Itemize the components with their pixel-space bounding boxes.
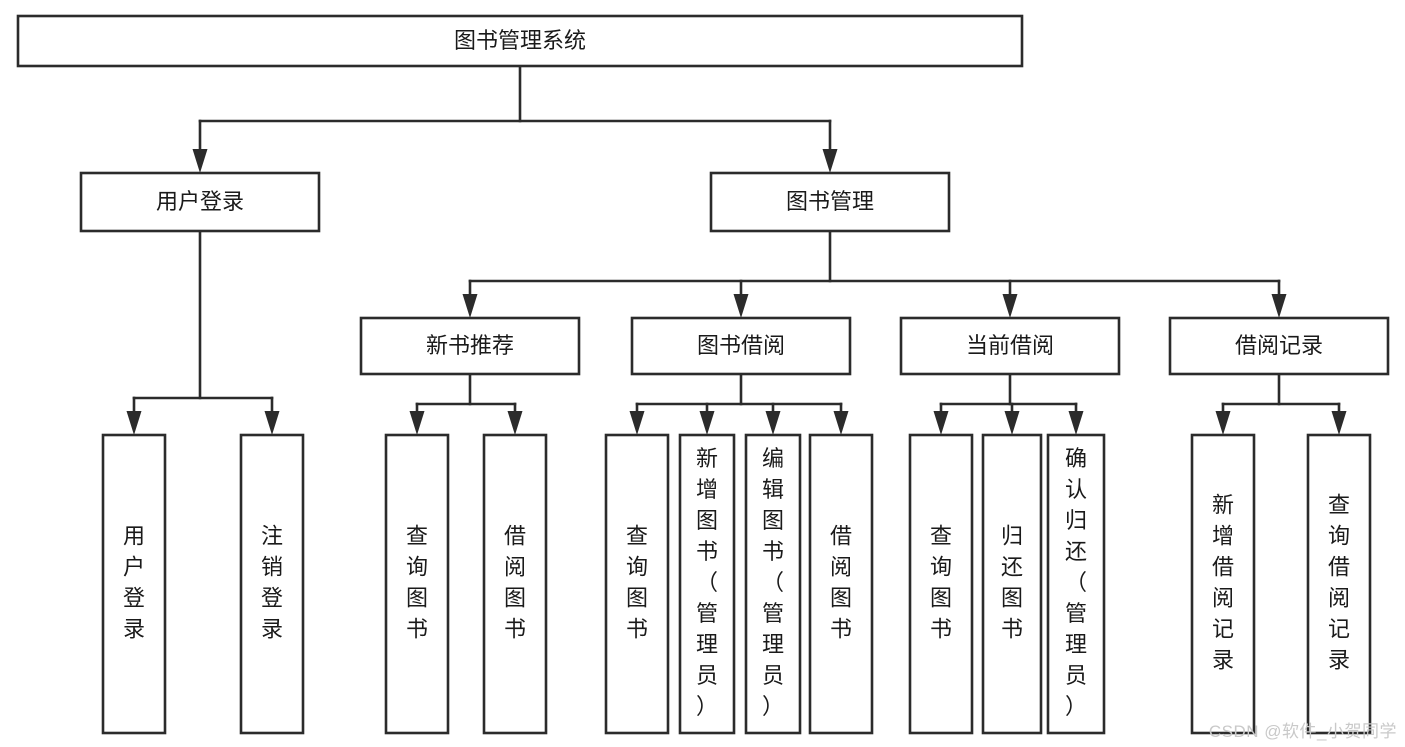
node-box-newbook: [359, 316, 581, 376]
node-addrecord[interactable]: 新增借阅记录: [1190, 433, 1256, 735]
node-label-confirmreturn: 确认归还（管理员）: [1065, 446, 1087, 719]
node-label-querybook3: 查询图书: [930, 523, 952, 641]
node-box-root: [16, 14, 1024, 68]
node-box-login: [79, 171, 321, 233]
arrow-head-current: [1002, 294, 1018, 318]
node-label-querybook2: 查询图书: [626, 523, 648, 641]
node-box-userlogin: [101, 433, 167, 735]
node-querybook3[interactable]: 查询图书: [908, 433, 974, 735]
node-label-borrowbook1: 借阅图书: [504, 523, 526, 641]
arrow-head-borrowbook1: [507, 411, 523, 435]
connector-group-bookmgmt: [462, 229, 1287, 318]
node-current[interactable]: 当前借阅: [899, 316, 1121, 376]
node-label-logout: 注销登录: [261, 523, 283, 641]
arrow-head-logout: [264, 411, 280, 435]
node-logout[interactable]: 注销登录: [239, 433, 305, 735]
node-addbook[interactable]: 新增图书（管理员）: [678, 433, 736, 735]
node-box-querybook1: [384, 433, 450, 735]
arrow-head-borrowbook2: [833, 411, 849, 435]
arrow-head-records: [1271, 294, 1287, 318]
node-label-userlogin: 用户登录: [123, 523, 145, 641]
arrow-head-editbook: [765, 411, 781, 435]
node-box-current: [899, 316, 1121, 376]
node-login[interactable]: 用户登录: [79, 171, 321, 233]
node-label-records: 借阅记录: [1235, 333, 1323, 358]
node-querybook1[interactable]: 查询图书: [384, 433, 450, 735]
node-label-querybook1: 查询图书: [406, 523, 428, 641]
arrow-head-bookmgmt: [822, 149, 838, 173]
arrow-head-borrow: [733, 294, 749, 318]
node-label-current: 当前借阅: [966, 333, 1054, 358]
node-box-querybook3: [908, 433, 974, 735]
arrow-head-newbook: [462, 294, 478, 318]
node-box-confirmreturn: [1046, 433, 1106, 735]
arrow-head-confirmreturn: [1068, 411, 1084, 435]
node-label-newbook: 新书推荐: [426, 333, 514, 358]
node-box-borrow: [630, 316, 852, 376]
arrow-head-querybook2: [629, 411, 645, 435]
node-box-records: [1168, 316, 1390, 376]
node-label-returnbook: 归还图书: [1001, 523, 1023, 641]
connector-layer: [126, 64, 1347, 435]
node-borrow[interactable]: 图书借阅: [630, 316, 852, 376]
node-label-addbook: 新增图书（管理员）: [696, 446, 718, 719]
node-queryrecord[interactable]: 查询借阅记录: [1306, 433, 1372, 735]
node-returnbook[interactable]: 归还图书: [981, 433, 1043, 735]
node-box-editbook: [744, 433, 802, 735]
connector-group-root: [192, 64, 838, 173]
connector-group-newbook: [409, 372, 523, 435]
node-box-querybook2: [604, 433, 670, 735]
node-confirmreturn[interactable]: 确认归还（管理员）: [1046, 433, 1106, 735]
connector-group-login: [126, 229, 280, 435]
node-querybook2[interactable]: 查询图书: [604, 433, 670, 735]
node-label-root: 图书管理系统: [454, 28, 586, 53]
node-box-borrowbook2: [808, 433, 874, 735]
node-label-borrowbook2: 借阅图书: [830, 523, 852, 641]
node-label-login: 用户登录: [156, 189, 244, 214]
node-records[interactable]: 借阅记录: [1168, 316, 1390, 376]
arrow-head-returnbook: [1004, 411, 1020, 435]
node-bookmgmt[interactable]: 图书管理: [709, 171, 951, 233]
node-root[interactable]: 图书管理系统: [16, 14, 1024, 68]
node-userlogin[interactable]: 用户登录: [101, 433, 167, 735]
node-borrowbook1[interactable]: 借阅图书: [482, 433, 548, 735]
node-layer: 图书管理系统用户登录图书管理新书推荐图书借阅当前借阅借阅记录用户登录注销登录查询…: [16, 14, 1390, 735]
node-box-bookmgmt: [709, 171, 951, 233]
node-label-borrow: 图书借阅: [697, 333, 785, 358]
arrow-head-addbook: [699, 411, 715, 435]
node-box-queryrecord: [1306, 433, 1372, 735]
arrow-head-querybook1: [409, 411, 425, 435]
connector-group-borrow: [629, 372, 849, 435]
arrow-head-login: [192, 149, 208, 173]
node-box-borrowbook1: [482, 433, 548, 735]
node-label-queryrecord: 查询借阅记录: [1328, 492, 1350, 672]
node-editbook[interactable]: 编辑图书（管理员）: [744, 433, 802, 735]
node-box-returnbook: [981, 433, 1043, 735]
node-box-logout: [239, 433, 305, 735]
arrow-head-addrecord: [1215, 411, 1231, 435]
arrow-head-userlogin: [126, 411, 142, 435]
arrow-head-querybook3: [933, 411, 949, 435]
connector-group-records: [1215, 372, 1347, 435]
node-label-bookmgmt: 图书管理: [786, 189, 874, 214]
node-box-addrecord: [1190, 433, 1256, 735]
node-label-editbook: 编辑图书（管理员）: [762, 446, 784, 719]
node-newbook[interactable]: 新书推荐: [359, 316, 581, 376]
node-borrowbook2[interactable]: 借阅图书: [808, 433, 874, 735]
connector-group-current: [933, 372, 1084, 435]
node-box-addbook: [678, 433, 736, 735]
node-label-addrecord: 新增借阅记录: [1212, 492, 1234, 672]
arrow-head-queryrecord: [1331, 411, 1347, 435]
